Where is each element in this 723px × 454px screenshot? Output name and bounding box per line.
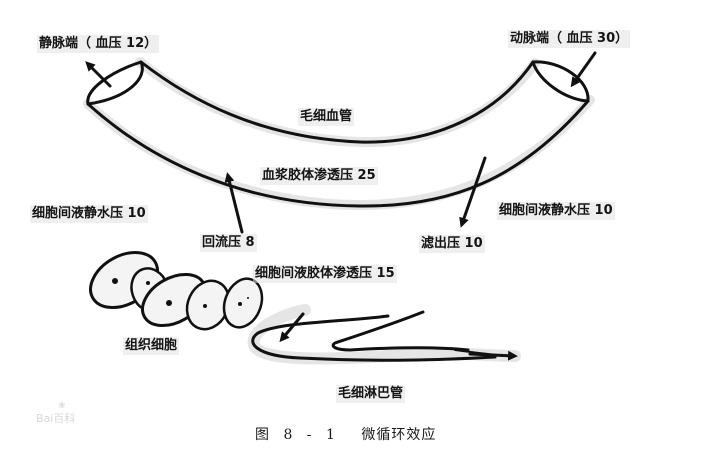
figure-number: 图 8 - 1	[255, 427, 337, 443]
interstitial-hydrostatic-left-label: 细胞间液静水压 10	[30, 205, 148, 223]
arterial-inflow-arrow	[570, 51, 597, 88]
venous-end-opening	[86, 60, 144, 106]
reabsorption-arrow	[224, 172, 244, 234]
tissue-cells-label: 组织细胞	[123, 337, 180, 355]
reabsorption-pressure-label: 回流压 8	[200, 234, 257, 252]
plasma-colloid-osmotic-label: 血浆胶体渗透压 25	[260, 167, 378, 185]
tissue-cell	[222, 277, 264, 329]
arterial-end-opening	[531, 60, 590, 103]
figure-title: 微循环效应	[361, 427, 437, 443]
interstitial-hydrostatic-right-label: 细胞间液静水压 10	[497, 202, 615, 220]
tissue-cells	[89, 251, 264, 331]
capillary-label: 毛细血管	[298, 108, 355, 126]
lymph-outflow-arrow	[468, 350, 518, 361]
figure-caption: 图 8 - 1 微循环效应	[255, 424, 436, 444]
filtration-pressure-label: 滤出压 10	[419, 235, 485, 253]
filtration-arrow	[459, 156, 487, 228]
lymph-capillary-label: 毛细淋巴管	[336, 385, 406, 403]
paw-icon: ❀	[58, 401, 66, 411]
venous-outflow-arrow	[85, 61, 112, 88]
interstitial-colloid-osmotic-label: 细胞间液胶体渗透压 15	[253, 265, 397, 283]
watermark: ❀ Bai百科	[36, 401, 76, 426]
venous-end-label: 静脉端（ 血压 12）	[37, 35, 160, 53]
watermark-text: Bai百科	[36, 412, 76, 425]
capillary-tube	[83, 57, 595, 211]
lymph-capillary	[247, 304, 521, 365]
lymph-entry-arrow	[279, 312, 305, 343]
arterial-end-label: 动脉端（ 血压 30）	[508, 30, 631, 48]
